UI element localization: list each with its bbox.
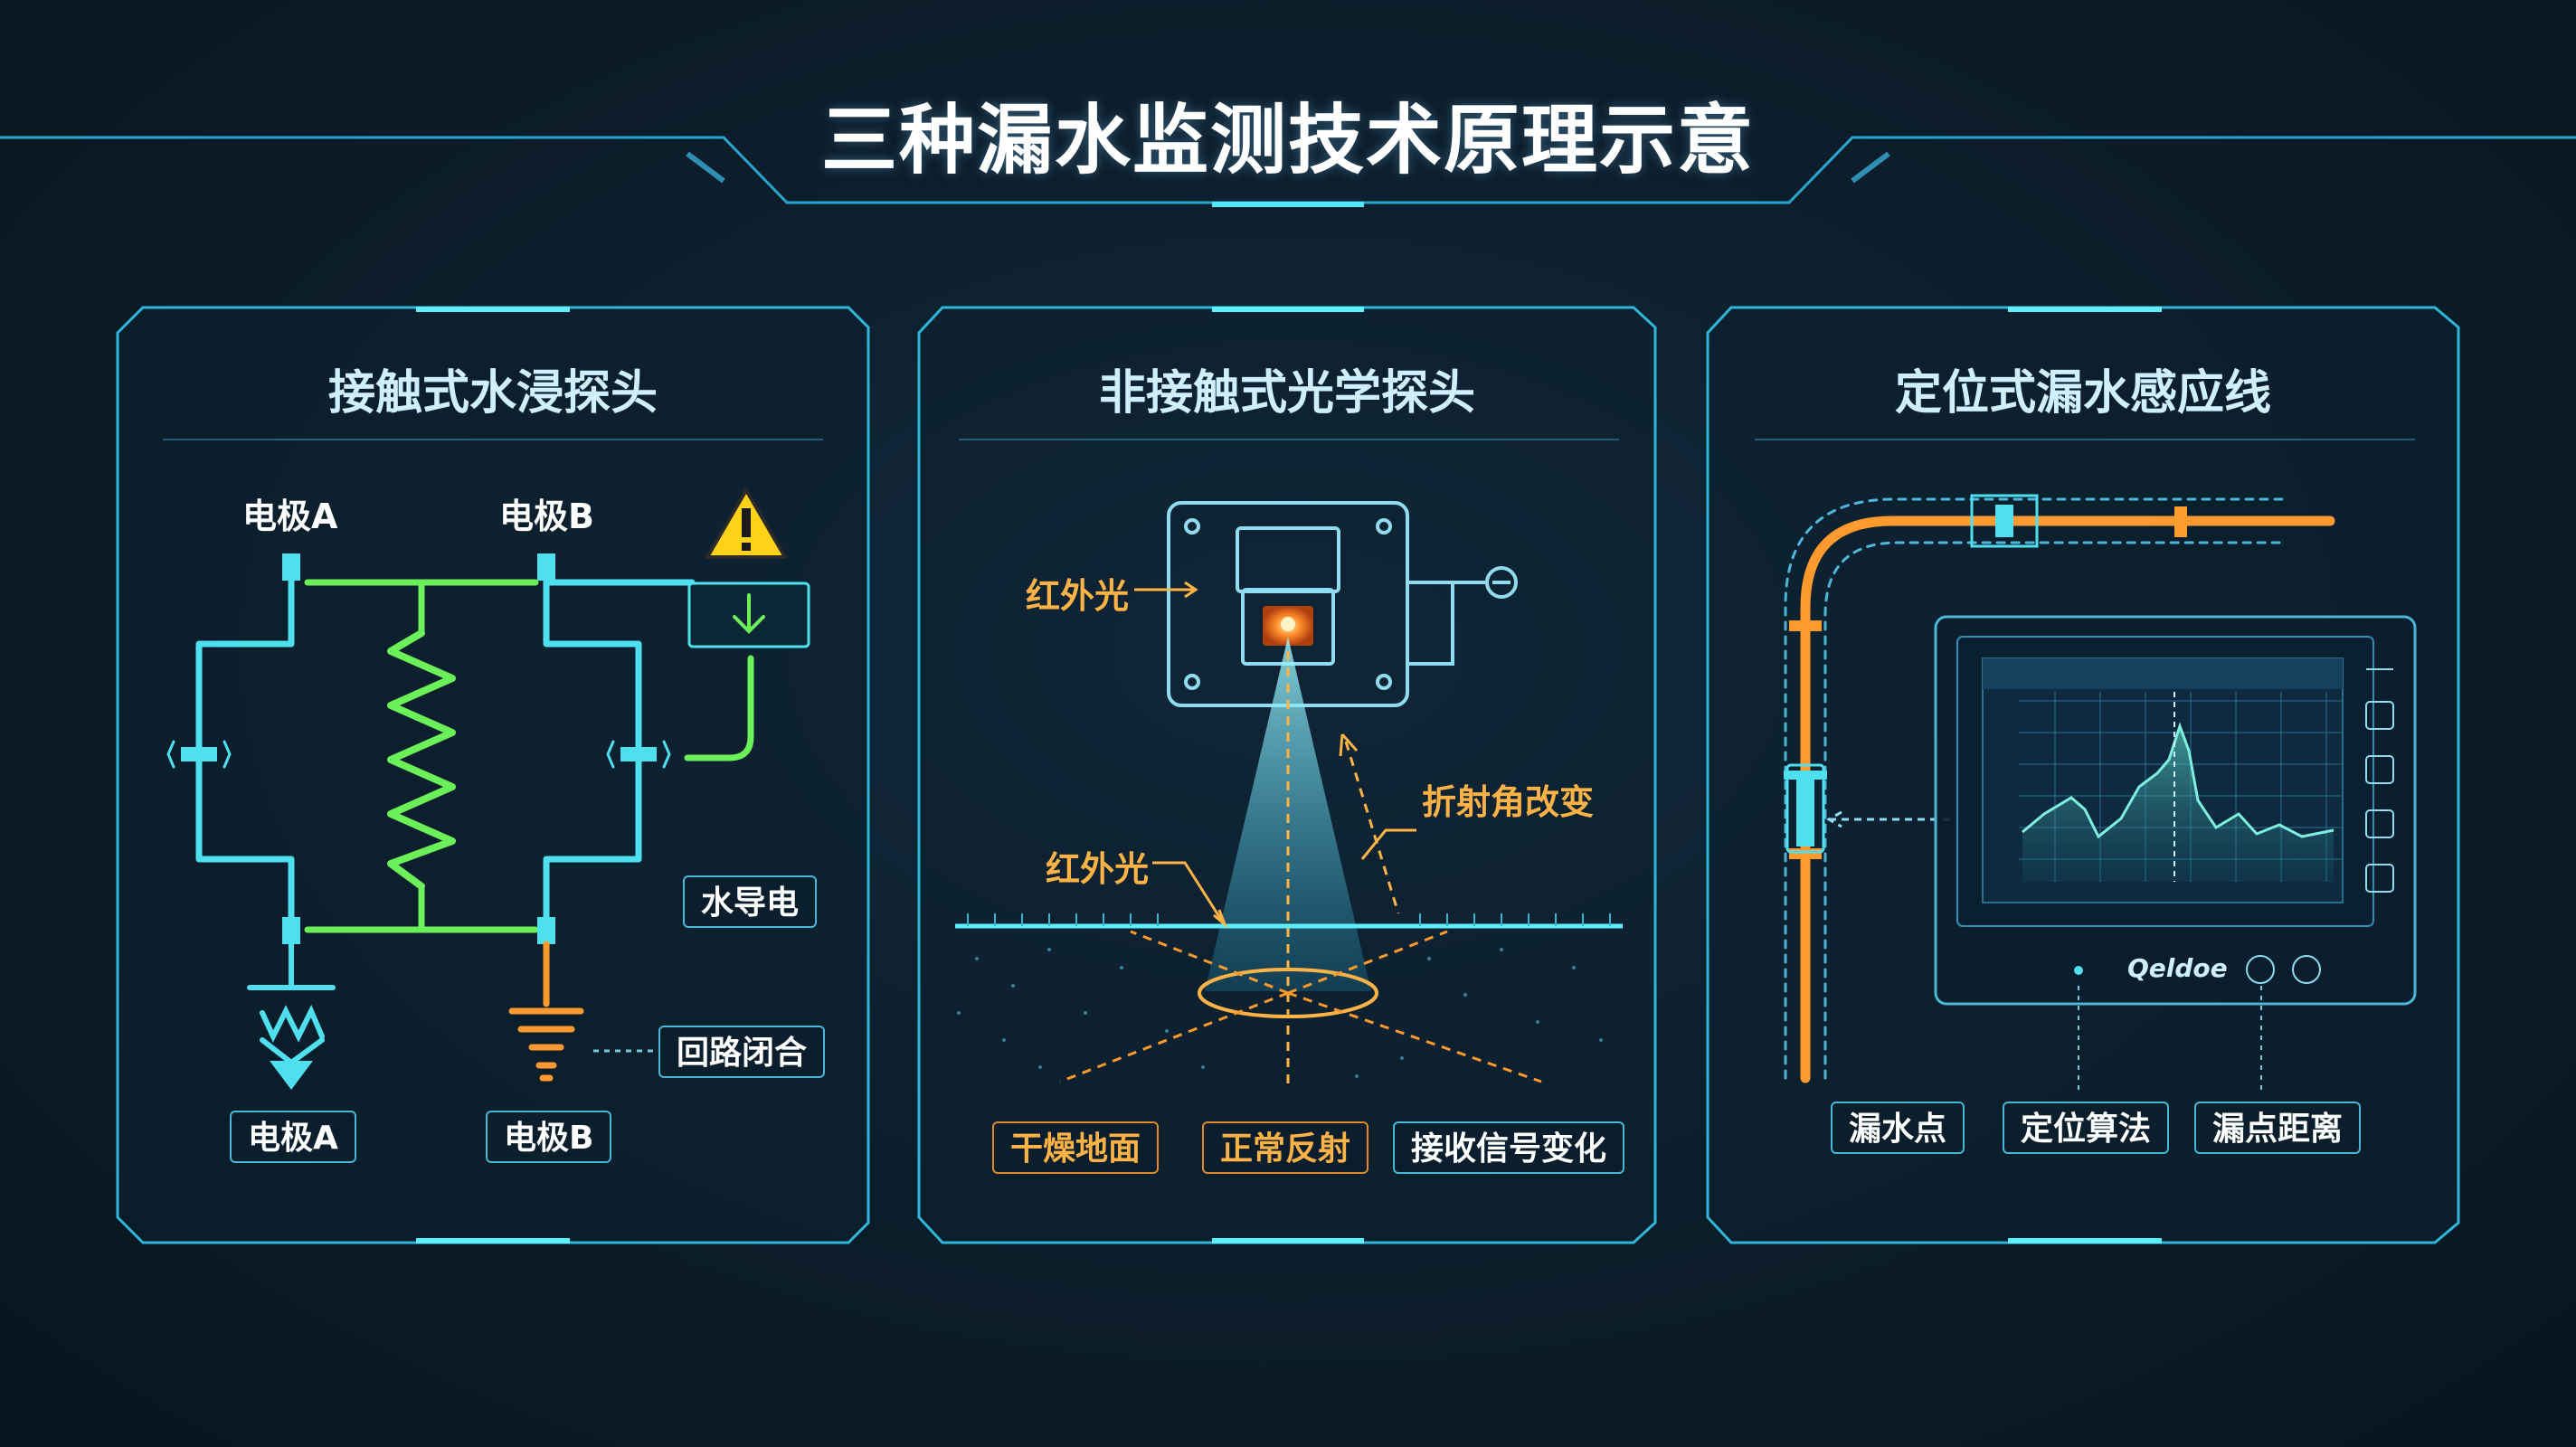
panel2-title: 非接触式光学探头	[1098, 366, 1475, 421]
algorithm-box: 定位算法	[2003, 1102, 2170, 1154]
signal-curve-fill	[2022, 726, 2334, 882]
electrode-b-top-label: 电极B	[499, 497, 594, 536]
refraction-label: 折射角改变	[1422, 782, 1595, 822]
electrode-b-bottom-box: 电极B	[486, 1111, 612, 1163]
distance-box: 漏点距离	[2194, 1102, 2362, 1154]
panel1-frame	[116, 306, 870, 1244]
floor-particles	[957, 948, 1603, 1078]
circuit-closed-box: 回路闭合	[658, 1026, 826, 1078]
panel1-title: 接触式水浸探头	[327, 366, 658, 421]
infrared-top-label: 红外光	[1026, 576, 1130, 616]
contact-probe-circuit	[166, 553, 754, 944]
sensor-box	[687, 582, 810, 648]
device-brand: Qeldoe	[2127, 953, 2228, 983]
side-buttons	[2246, 668, 2394, 984]
leak-sensing-cable	[1784, 497, 2335, 1083]
infrared-mid-label: 红外光	[1046, 849, 1150, 889]
electrode-a-probe	[247, 941, 336, 1090]
water-conducts-box: 水导电	[683, 875, 818, 928]
warning-triangle-icon	[706, 488, 787, 559]
signal-change-box: 接收信号变化	[1393, 1121, 1625, 1174]
panel3-title: 定位式漏水感应线	[1894, 366, 2271, 421]
electrode-a-top-label: 电极A	[242, 497, 338, 536]
cable-connector	[1970, 494, 2039, 548]
leak-point-marker	[1784, 763, 1827, 854]
title-decoration	[0, 136, 2576, 207]
electrode-a-bottom-box: 电极A	[230, 1111, 356, 1163]
dry-floor-box: 干燥地面	[992, 1121, 1160, 1174]
ground-icon	[508, 941, 584, 1082]
leak-point-box: 漏水点	[1831, 1102, 1965, 1154]
page-title: 三种漏水监测技术原理示意	[820, 96, 1755, 184]
normal-reflection-box: 正常反射	[1202, 1121, 1369, 1174]
